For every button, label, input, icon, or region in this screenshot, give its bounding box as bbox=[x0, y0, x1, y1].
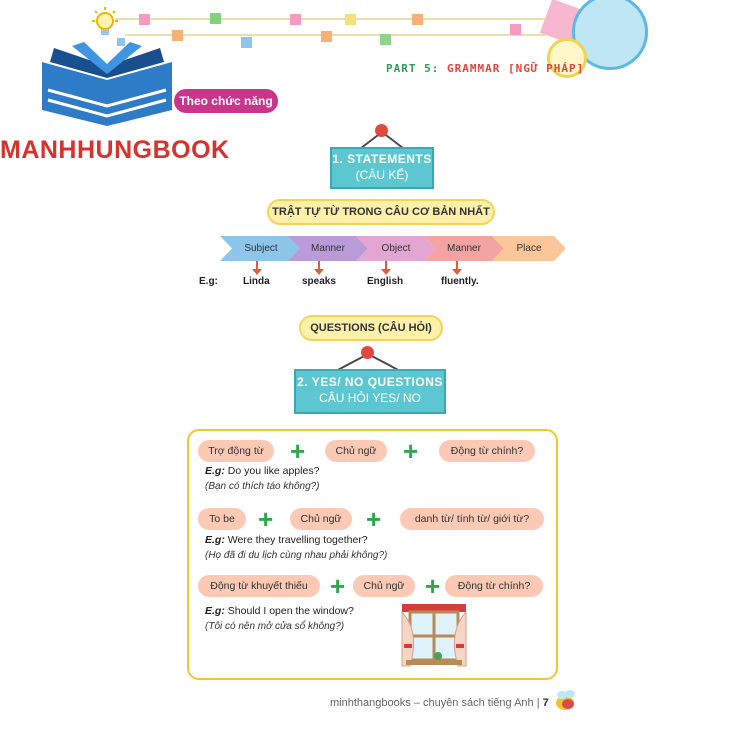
order-chevron: Manner bbox=[424, 236, 504, 261]
book-logo-icon bbox=[42, 42, 172, 126]
example-word: speaks bbox=[302, 276, 336, 287]
order-chevron: Subject bbox=[220, 236, 302, 261]
example-word: English bbox=[367, 276, 404, 287]
bee-icon bbox=[556, 690, 575, 710]
board-pin bbox=[375, 124, 388, 137]
yesno-title: 2. YES/ NO QUESTIONS bbox=[297, 375, 443, 389]
part-label: PART 5: GRAMMAR [NGỮ PHÁP] bbox=[386, 62, 585, 75]
example-label: E.g: bbox=[199, 276, 218, 287]
pattern-chip: To be bbox=[198, 508, 246, 530]
pattern-chip: Động từ chính? bbox=[439, 440, 535, 462]
pattern-chip: Trợ động từ bbox=[198, 440, 274, 462]
plus-icon: + bbox=[330, 571, 346, 601]
example-word: fluently. bbox=[441, 276, 479, 287]
board-pin bbox=[361, 346, 374, 359]
yesno-board: 2. YES/ NO QUESTIONS CÂU HỎI YES/ NO bbox=[294, 369, 446, 414]
pattern-chip: Động từ chính? bbox=[445, 575, 543, 597]
example-translation: (Họ đã đi du lịch cùng nhau phải không?) bbox=[205, 550, 388, 561]
yesno-patterns-panel bbox=[187, 429, 558, 680]
plus-icon: + bbox=[403, 436, 419, 466]
pattern-chip: Chủ ngữ bbox=[325, 440, 387, 462]
order-chevron: Object bbox=[356, 236, 436, 261]
pattern-chip: Chủ ngữ bbox=[353, 575, 415, 597]
word-order-title: TRẬT TỰ TỪ TRONG CÂU CƠ BẢN NHẤT bbox=[267, 199, 495, 225]
statements-title: 1. STATEMENTS bbox=[332, 152, 432, 166]
function-badge: Theo chức năng bbox=[174, 89, 278, 113]
yesno-subtitle: CÂU HỎI YES/ NO bbox=[319, 391, 421, 405]
example-translation: (Bạn có thích táo không?) bbox=[205, 481, 320, 492]
questions-pill: QUESTIONS (CÂU HỎI) bbox=[299, 315, 443, 341]
plus-icon: + bbox=[425, 571, 441, 601]
plus-icon: + bbox=[366, 504, 382, 534]
arrow-down-icon bbox=[381, 261, 391, 275]
window-illustration bbox=[401, 604, 467, 667]
page-number: 7 bbox=[542, 697, 549, 709]
lightbulb-icon bbox=[92, 7, 118, 35]
example-sentence: E.g: Do you like apples? bbox=[205, 465, 320, 477]
example-translation: (Tôi có nên mở cửa sổ không?) bbox=[205, 621, 345, 632]
order-chevron: Place bbox=[492, 236, 566, 261]
pattern-chip: Chủ ngữ bbox=[290, 508, 352, 530]
pattern-chip: Động từ khuyết thiếu bbox=[198, 575, 320, 597]
statements-subtitle: (CÂU KỂ) bbox=[355, 168, 409, 182]
arrow-down-icon bbox=[252, 261, 262, 275]
arrow-down-icon bbox=[314, 261, 324, 275]
example-sentence: E.g: Should I open the window? bbox=[205, 605, 354, 617]
example-sentence: E.g: Were they travelling together? bbox=[205, 534, 368, 546]
order-chevron: Manner bbox=[288, 236, 368, 261]
footer: minhthangbooks – chuyên sách tiếng Anh |… bbox=[330, 697, 549, 709]
watermark-text: MANHHUNGBOOK bbox=[0, 136, 230, 164]
pattern-chip: danh từ/ tính từ/ giới từ? bbox=[400, 508, 544, 530]
example-word: Linda bbox=[243, 276, 270, 287]
plus-icon: + bbox=[258, 504, 274, 534]
deco-yellow-circle bbox=[547, 38, 587, 78]
statements-board: 1. STATEMENTS (CÂU KỂ) bbox=[330, 147, 434, 189]
arrow-down-icon bbox=[452, 261, 462, 275]
plus-icon: + bbox=[290, 436, 306, 466]
